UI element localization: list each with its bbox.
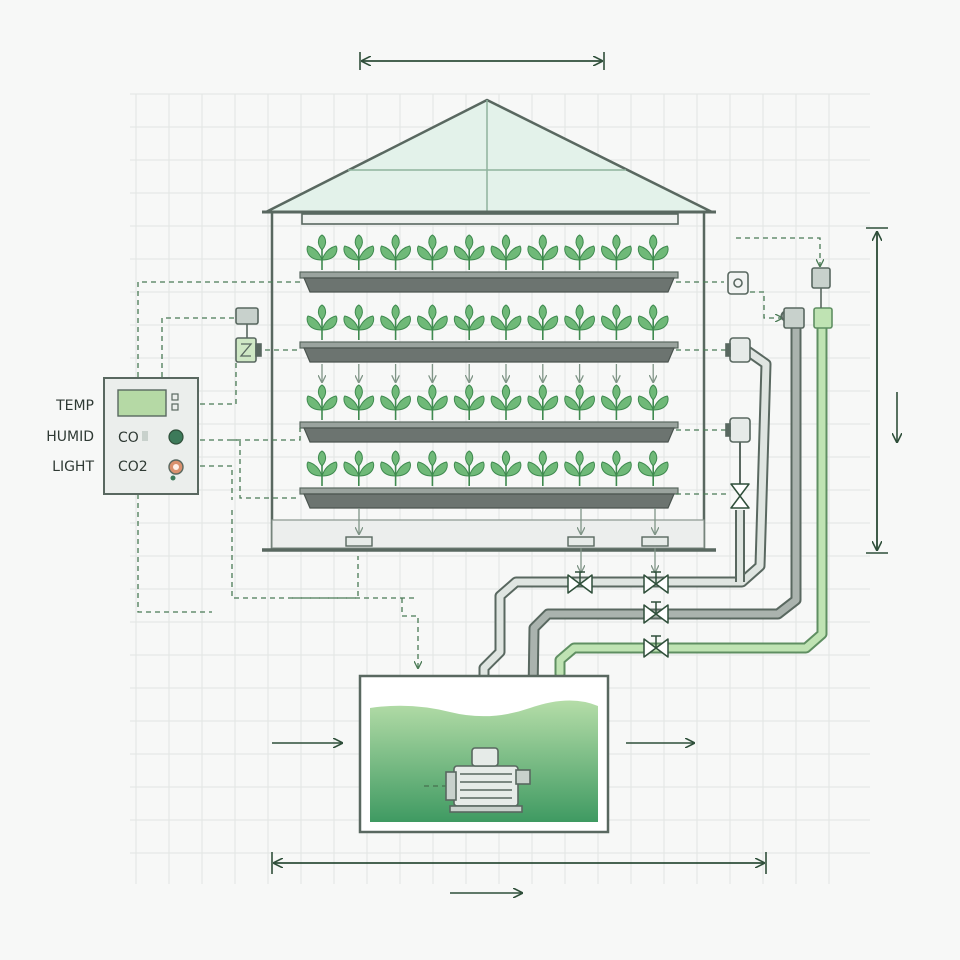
seedling-icon [490, 304, 522, 340]
side-sensors [725, 267, 833, 443]
seedling-icon [637, 234, 669, 270]
top-sensor-icon [811, 267, 831, 289]
seedling-icon [343, 304, 375, 340]
seedling-icon [453, 304, 485, 340]
seedling-icon [490, 384, 522, 420]
seedling-icon [343, 234, 375, 270]
seedling-icon [600, 304, 632, 340]
seedling-icon [416, 384, 448, 420]
shelf-tier-2 [299, 304, 679, 363]
seedling-icon [637, 304, 669, 340]
plant-shelves [299, 234, 679, 509]
seedling-icon [343, 384, 375, 420]
seedling-icon [306, 304, 338, 340]
greenhouse-roof [262, 98, 716, 214]
seedling-icon [564, 384, 596, 420]
seedling-icon [453, 234, 485, 270]
greenhouse-frame [262, 212, 716, 552]
seedling-icon [380, 384, 412, 420]
gauge-sensor-icon [727, 271, 749, 295]
seedling-icon [527, 304, 559, 340]
controller-button-up[interactable] [171, 393, 179, 401]
valve-icon[interactable] [643, 635, 669, 658]
controller-lcd-display [117, 389, 167, 417]
seedling-icon [380, 234, 412, 270]
seedling-icon [527, 450, 559, 486]
seedling-icon [600, 234, 632, 270]
seedling-icon [416, 450, 448, 486]
seedling-icon [416, 304, 448, 340]
seedling-icon [306, 384, 338, 420]
seedling-icon [416, 234, 448, 270]
controller-button-down[interactable] [171, 403, 179, 411]
pump-icon [424, 747, 531, 813]
seedling-icon [306, 234, 338, 270]
width-dimension-line [271, 852, 767, 893]
controller-panel: CO CO2 [103, 377, 199, 495]
pipe-fitting-icon-2 [729, 417, 751, 443]
valve-icon[interactable] [643, 571, 669, 594]
shelf-tier-1 [299, 234, 679, 293]
seedling-icon [380, 304, 412, 340]
seedling-icon [380, 450, 412, 486]
co-partial-label: CO [118, 430, 139, 446]
seedling-icon [343, 450, 375, 486]
seedling-icon [453, 384, 485, 420]
drip-arrows [322, 364, 653, 382]
shelf-tier-3 [299, 384, 679, 443]
height-dimension-line [866, 227, 897, 554]
seedling-icon [527, 234, 559, 270]
seedling-icon [527, 384, 559, 420]
humid-label: HUMID [46, 429, 94, 445]
shelf-tier-4 [299, 450, 679, 509]
green-supply-pipe [554, 320, 828, 680]
seedling-icon [637, 384, 669, 420]
pipe-fitting-icon [729, 337, 751, 363]
seedling-icon [453, 450, 485, 486]
seedling-icon [490, 450, 522, 486]
gray-return-pipe-a [478, 344, 772, 766]
top-dimension-line [359, 52, 605, 70]
seedling-icon [637, 450, 669, 486]
drain-flow-lines [359, 508, 655, 572]
co2-label: CO2 [118, 459, 148, 475]
light-label: LIGHT [52, 459, 94, 475]
seedling-icon [564, 304, 596, 340]
left-wall-sensor [235, 307, 262, 363]
valve-icon[interactable] [730, 483, 750, 509]
seedling-icon [600, 450, 632, 486]
seedling-icon [306, 450, 338, 486]
seedling-icon [564, 234, 596, 270]
seedling-icon [490, 234, 522, 270]
valves [567, 483, 750, 658]
status-led-icon [168, 429, 184, 445]
valve-icon[interactable] [567, 571, 593, 594]
seedling-icon [564, 450, 596, 486]
control-signal-lines [137, 237, 820, 668]
temp-label: TEMP [55, 398, 94, 414]
seedling-icon [600, 384, 632, 420]
valve-icon[interactable] [643, 601, 669, 624]
drain-outlets [345, 536, 669, 547]
